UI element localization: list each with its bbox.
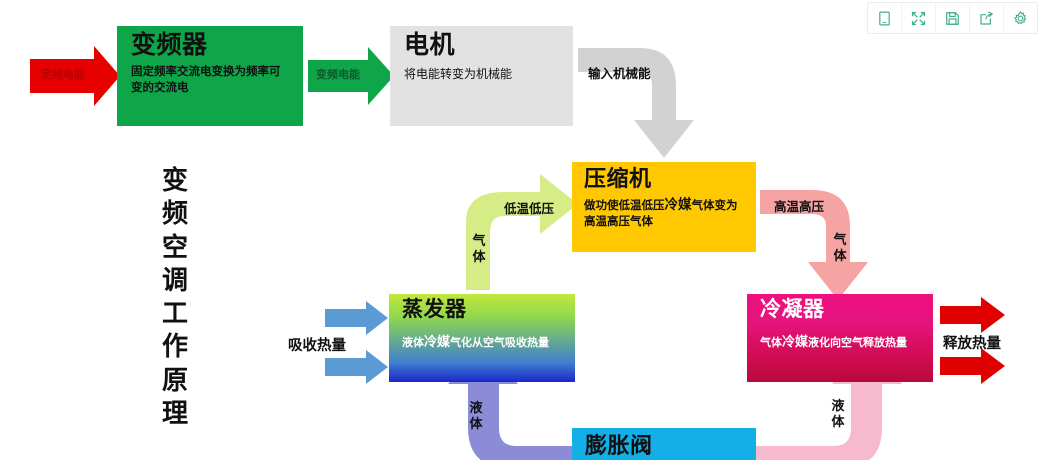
page-title-vertical: 变 频 空 调 工 作 原 理 — [152, 164, 198, 430]
box-condenser-title: 冷凝器 — [760, 298, 825, 321]
share-button[interactable] — [970, 4, 1004, 32]
title-char: 作 — [161, 331, 188, 362]
label-liquid-right: 液 体 — [830, 398, 846, 430]
arrow-release-heat-bottom — [940, 348, 1005, 384]
save-icon — [944, 10, 961, 27]
settings-gear-icon — [1012, 10, 1029, 27]
label-liquid-left: 液 体 — [468, 400, 484, 432]
title-char: 调 — [161, 264, 188, 295]
arrow-release-heat-top — [940, 297, 1005, 333]
arrow-input-mechanical-energy — [578, 48, 694, 158]
arrow-fixed-freq-power — [30, 46, 120, 106]
desc-part-0: 气体 — [760, 337, 782, 350]
title-char: 工 — [161, 298, 188, 329]
label-gas-right: 气 体 — [832, 232, 848, 264]
arrow-absorb-heat-bottom — [325, 350, 388, 384]
label-char: 体 — [831, 413, 845, 429]
label-input-mechanical-energy: 输入机械能 — [588, 67, 651, 81]
box-evaporator-title: 蒸发器 — [402, 298, 467, 321]
box-compressor[interactable]: 压缩机 做功使低温低压冷媒气体变为高温高压气体 — [572, 162, 756, 252]
title-char: 理 — [161, 397, 188, 428]
desc-highlight-refrigerant: 冷媒 — [782, 334, 809, 350]
box-motor-desc: 将电能转变为机械能 — [404, 67, 513, 82]
label-absorb-heat: 吸收热量 — [288, 338, 346, 354]
arrow-variable-freq-power — [308, 47, 394, 105]
title-char: 频 — [161, 198, 188, 229]
desc-part-2: 气化从空气吸收热量 — [450, 337, 550, 350]
title-char: 原 — [161, 364, 188, 395]
label-fixed-freq-power: 定频电能 — [41, 69, 85, 81]
box-compressor-title: 压缩机 — [584, 166, 652, 191]
save-button[interactable] — [936, 4, 970, 32]
label-char: 体 — [469, 415, 483, 431]
box-inverter-title: 变频器 — [131, 31, 208, 59]
label-char: 气 — [833, 232, 847, 247]
box-motor[interactable]: 电机 将电能转变为机械能 — [390, 26, 573, 126]
desc-highlight-refrigerant: 冷媒 — [424, 334, 451, 350]
label-char: 气 — [472, 233, 486, 248]
box-inverter[interactable]: 变频器 固定频率交流电变换为频率可变的交流电 — [117, 26, 303, 126]
label-char: 体 — [833, 247, 847, 263]
arrow-high-temp-high-pressure-gas — [760, 190, 868, 300]
desc-part-2: 液化向空气释放热量 — [808, 337, 908, 350]
mobile-preview-icon — [876, 10, 893, 27]
arrow-low-temp-low-pressure-gas — [466, 174, 578, 290]
label-release-heat: 释放热量 — [943, 336, 1001, 352]
fullscreen-icon — [910, 10, 927, 27]
share-icon — [978, 10, 995, 27]
box-expansion-valve[interactable]: 膨胀阀 — [572, 428, 756, 460]
box-evaporator-desc: 液体冷媒气化从空气吸收热量 — [402, 333, 562, 351]
label-char: 液 — [831, 398, 845, 413]
label-char: 体 — [472, 248, 486, 264]
desc-part-0: 做功使低温低压 — [584, 200, 665, 213]
box-motor-title: 电机 — [404, 31, 456, 59]
desc-part-2: 气体变为高温高压气体 — [584, 200, 738, 228]
box-expansion-valve-title: 膨胀阀 — [585, 433, 653, 458]
arrow-absorb-heat-top — [325, 301, 388, 335]
settings-button[interactable] — [1004, 4, 1037, 32]
label-char: 液 — [469, 400, 483, 415]
title-char: 空 — [161, 231, 188, 262]
label-high-temp-high-pressure: 高温高压 — [774, 200, 825, 214]
desc-highlight-refrigerant: 冷媒 — [664, 197, 692, 213]
title-char: 变 — [161, 165, 188, 195]
box-evaporator[interactable]: 蒸发器 液体冷媒气化从空气吸收热量 — [389, 294, 575, 382]
box-compressor-desc: 做功使低温低压冷媒气体变为高温高压气体 — [584, 196, 744, 230]
label-low-temp-low-pressure: 低温低压 — [504, 202, 555, 216]
box-condenser[interactable]: 冷凝器 气体冷媒液化向空气释放热量 — [747, 294, 933, 382]
label-gas-left: 气 体 — [471, 233, 487, 265]
label-variable-freq-power: 变频电能 — [316, 69, 360, 81]
box-condenser-desc: 气体冷媒液化向空气释放热量 — [760, 333, 920, 351]
toolbar — [867, 2, 1038, 34]
fullscreen-button[interactable] — [902, 4, 936, 32]
mobile-preview-button[interactable] — [868, 4, 902, 32]
box-inverter-desc: 固定频率交流电变换为频率可变的交流电 — [131, 66, 281, 94]
desc-part-0: 液体 — [402, 337, 424, 350]
